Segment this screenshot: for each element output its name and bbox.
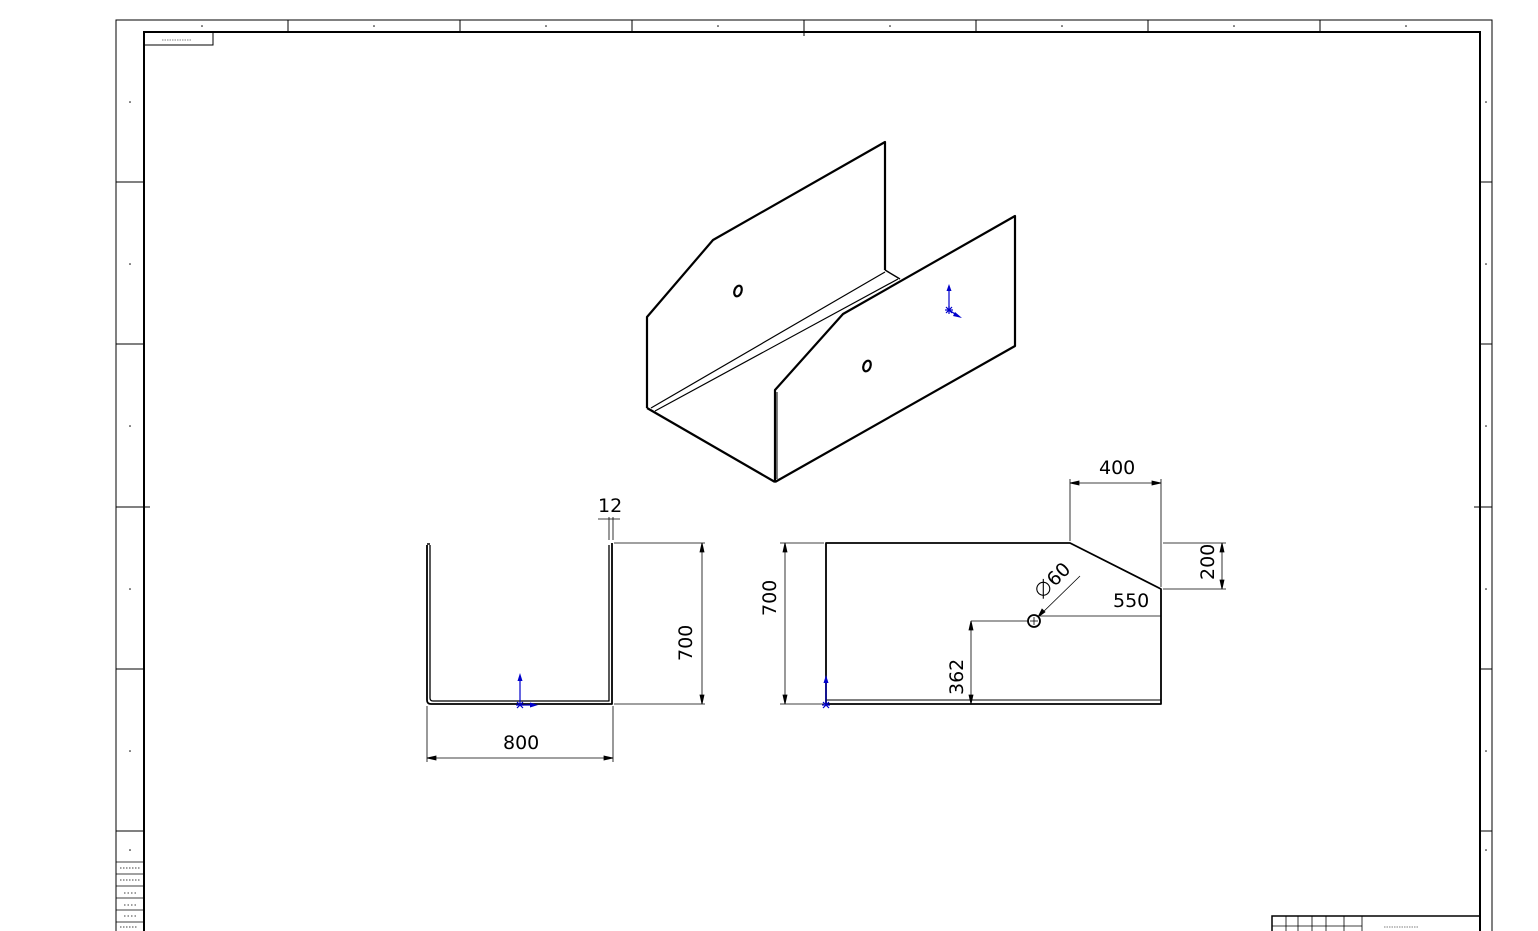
axis-triad-front [516,673,538,709]
dim-chamfer-height: 200 [1197,544,1219,580]
dim-hole-diameter: 60 [1036,558,1076,599]
dim-chamfer-length: 400 [1099,457,1135,479]
side-view [825,542,1162,705]
dim-hole-y: 362 [946,659,968,695]
axis-triad-side [822,675,830,709]
zone-markers [129,25,1487,851]
sheet-label-box [143,31,214,46]
diameter-symbol-icon [1036,581,1051,596]
dim-thickness: 12 [598,495,622,517]
dim-height-side: 700 [759,580,781,616]
axis-triad-iso [945,284,962,318]
side-view-dimensions [780,479,1226,705]
hole-back [733,284,743,298]
title-block [1271,915,1481,931]
sheet-border [115,19,1493,931]
front-view-dimensions [426,517,705,762]
isometric-view [645,140,1017,483]
dim-hole-diameter-value: 60 [1043,558,1076,591]
revision-strip [116,861,144,928]
dim-width: 800 [503,732,539,754]
hole-front [862,359,872,373]
dim-height-front: 700 [675,625,697,661]
front-view [426,543,613,705]
dim-hole-x: 550 [1113,590,1149,612]
